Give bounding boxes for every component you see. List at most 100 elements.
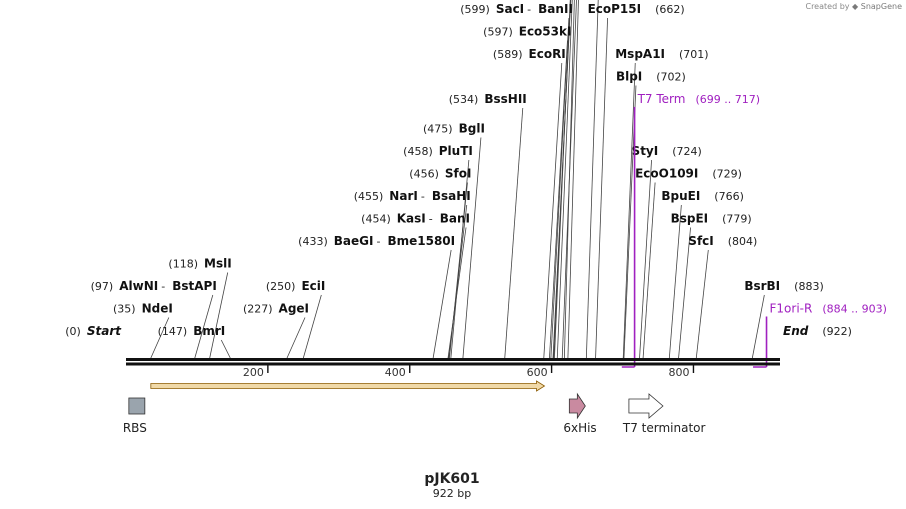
site-name-baegi: BaeGI: [334, 234, 374, 248]
backbone-top-strand: [126, 358, 780, 361]
site-name-bsshii: BssHII: [484, 92, 526, 106]
site-pos-sfci: (804): [728, 235, 758, 248]
site-name-saci: SacI: [496, 2, 524, 16]
site-line-bsrbi: [751, 294, 765, 359]
site-name-bme1580i: Bme1580I: [387, 234, 455, 248]
site-line-ecop15i: [595, 17, 608, 359]
plasmid-title: pJK601: [424, 471, 479, 487]
site-pos-end: (922): [822, 325, 852, 338]
site-name-msli: MslI: [204, 257, 232, 271]
site-name-sfci: SfcI: [688, 234, 713, 248]
site-line-msli: [209, 272, 229, 359]
site-line-bmri: [220, 339, 231, 359]
credit-text: Created by: [805, 2, 850, 11]
site-name-bsrbi: BsrBI: [744, 279, 780, 293]
site-pos-ecoo109i: (729): [712, 168, 742, 181]
site-pos-sfoi: (456): [409, 168, 439, 181]
sequence-backbone: [126, 358, 780, 366]
site-name-bmri: BmrI: [193, 324, 225, 338]
snapgene-logo-icon: ◆: [852, 2, 859, 11]
site-name-mspa1i: MspA1I: [615, 47, 665, 61]
site-sep: -: [161, 280, 165, 293]
site-pos-bgli: (475): [423, 123, 453, 136]
site-name-bspei: BspEI: [671, 212, 709, 226]
site-name-start: Start: [87, 324, 122, 338]
site-pos-blpi: (702): [656, 71, 686, 84]
site-line-bpuei: [668, 204, 682, 359]
site-pos-ecii: (250): [266, 280, 296, 293]
feature-t7-terminator: [628, 393, 664, 419]
backbone-bottom-strand: [126, 362, 780, 366]
site-sep: -: [527, 3, 531, 16]
site-name-bgli: BglI: [459, 122, 485, 136]
site-line-ecii: [302, 294, 322, 359]
site-line-avai: [567, 0, 579, 359]
site-lines: [150, 0, 765, 359]
site-name-ecori: EcoRI: [529, 47, 566, 61]
site-line-bsshii: [504, 107, 524, 359]
site-name-bstapi: BstAPI: [172, 279, 217, 293]
site-pos-bspei: (779): [722, 213, 752, 226]
feature-label-6xhis: 6xHis: [563, 421, 596, 435]
site-name-kasi: KasI: [397, 212, 426, 226]
site-line-ndei: [150, 317, 170, 359]
site-pos-ndei: (35): [113, 303, 136, 316]
site-pos-baegi: (433): [298, 235, 328, 248]
site-name-bani: BanI: [440, 212, 470, 226]
site-line-mfli: [585, 0, 599, 359]
site-pos-msli: (118): [168, 258, 198, 271]
site-name-banii: BanII: [538, 2, 573, 16]
site-name-nari: NarI: [389, 189, 418, 203]
site-pos-ecop15i: (662): [655, 3, 685, 16]
tick-label-200: 200: [243, 366, 264, 379]
site-name-alwni: AlwNI: [119, 279, 158, 293]
site-line-bgli: [462, 137, 482, 359]
site-pos-saci: (599): [460, 3, 490, 16]
site-line-ecori: [543, 62, 563, 359]
feature-label-rbs: RBS: [123, 421, 147, 435]
site-sep: -: [429, 213, 433, 226]
site-pos-styi: (724): [672, 145, 702, 158]
primer-label-t7-term: T7 Term: [637, 92, 686, 106]
features: RBS 6xHis T7 terminator: [123, 392, 706, 435]
site-line-baegi: [432, 249, 452, 359]
site-pos-mspa1i: (701): [679, 48, 709, 61]
site-name-pluti: PluTI: [439, 144, 473, 158]
plasmid-length: 922 bp: [433, 487, 471, 500]
site-name-ndei: NdeI: [142, 302, 173, 316]
primer-range-f1ori-r: (884 .. 903): [822, 303, 887, 316]
site-name-bpuei: BpuEI: [661, 189, 700, 203]
site-name-blpi: BlpI: [616, 70, 642, 84]
site-line-hindiii: [556, 0, 573, 359]
snapgene-credit: Created by ◆ SnapGene: [805, 2, 902, 11]
site-line-bspei: [678, 227, 691, 359]
site-line-styi: [639, 159, 652, 359]
orf-arrow-shape: [150, 380, 546, 392]
primers: T7 Term (699 .. 717) F1ori-R (884 .. 903): [621, 92, 887, 368]
site-line-saci: [550, 17, 570, 359]
site-name-ecop15i: EcoP15I: [588, 2, 642, 16]
site-name-end: End: [783, 324, 809, 338]
site-line-alwni: [194, 294, 214, 359]
site-pos-ecori: (589): [493, 48, 523, 61]
feature-label-t7-terminator: T7 terminator: [622, 421, 706, 435]
site-name-ecii: EciI: [301, 279, 325, 293]
feature-6xhis: [568, 392, 586, 420]
site-labels: (0)Start(35)NdeI(97)AlwNI-BstAPI(118)Msl…: [65, 2, 852, 338]
site-line-mspa1i: [622, 62, 636, 359]
site-pos-start: (0): [65, 325, 81, 338]
site-name-ecoo109i: EcoO109I: [635, 167, 698, 181]
primer-label-f1ori-r: F1ori-R: [770, 302, 813, 316]
site-pos-bsrbi: (883): [794, 280, 824, 293]
site-name-agei: AgeI: [279, 302, 309, 316]
site-pos-alwni: (97): [91, 280, 114, 293]
site-line-noti: [561, 0, 577, 359]
site-line-ecoo109i: [642, 182, 656, 359]
primer-range-t7-term: (699 .. 717): [695, 93, 760, 106]
tick-label-800: 800: [668, 366, 689, 379]
site-name-eco53ki: Eco53kI: [519, 25, 572, 39]
site-pos-nari: (455): [354, 190, 384, 203]
site-pos-eco53ki: (597): [483, 26, 513, 39]
